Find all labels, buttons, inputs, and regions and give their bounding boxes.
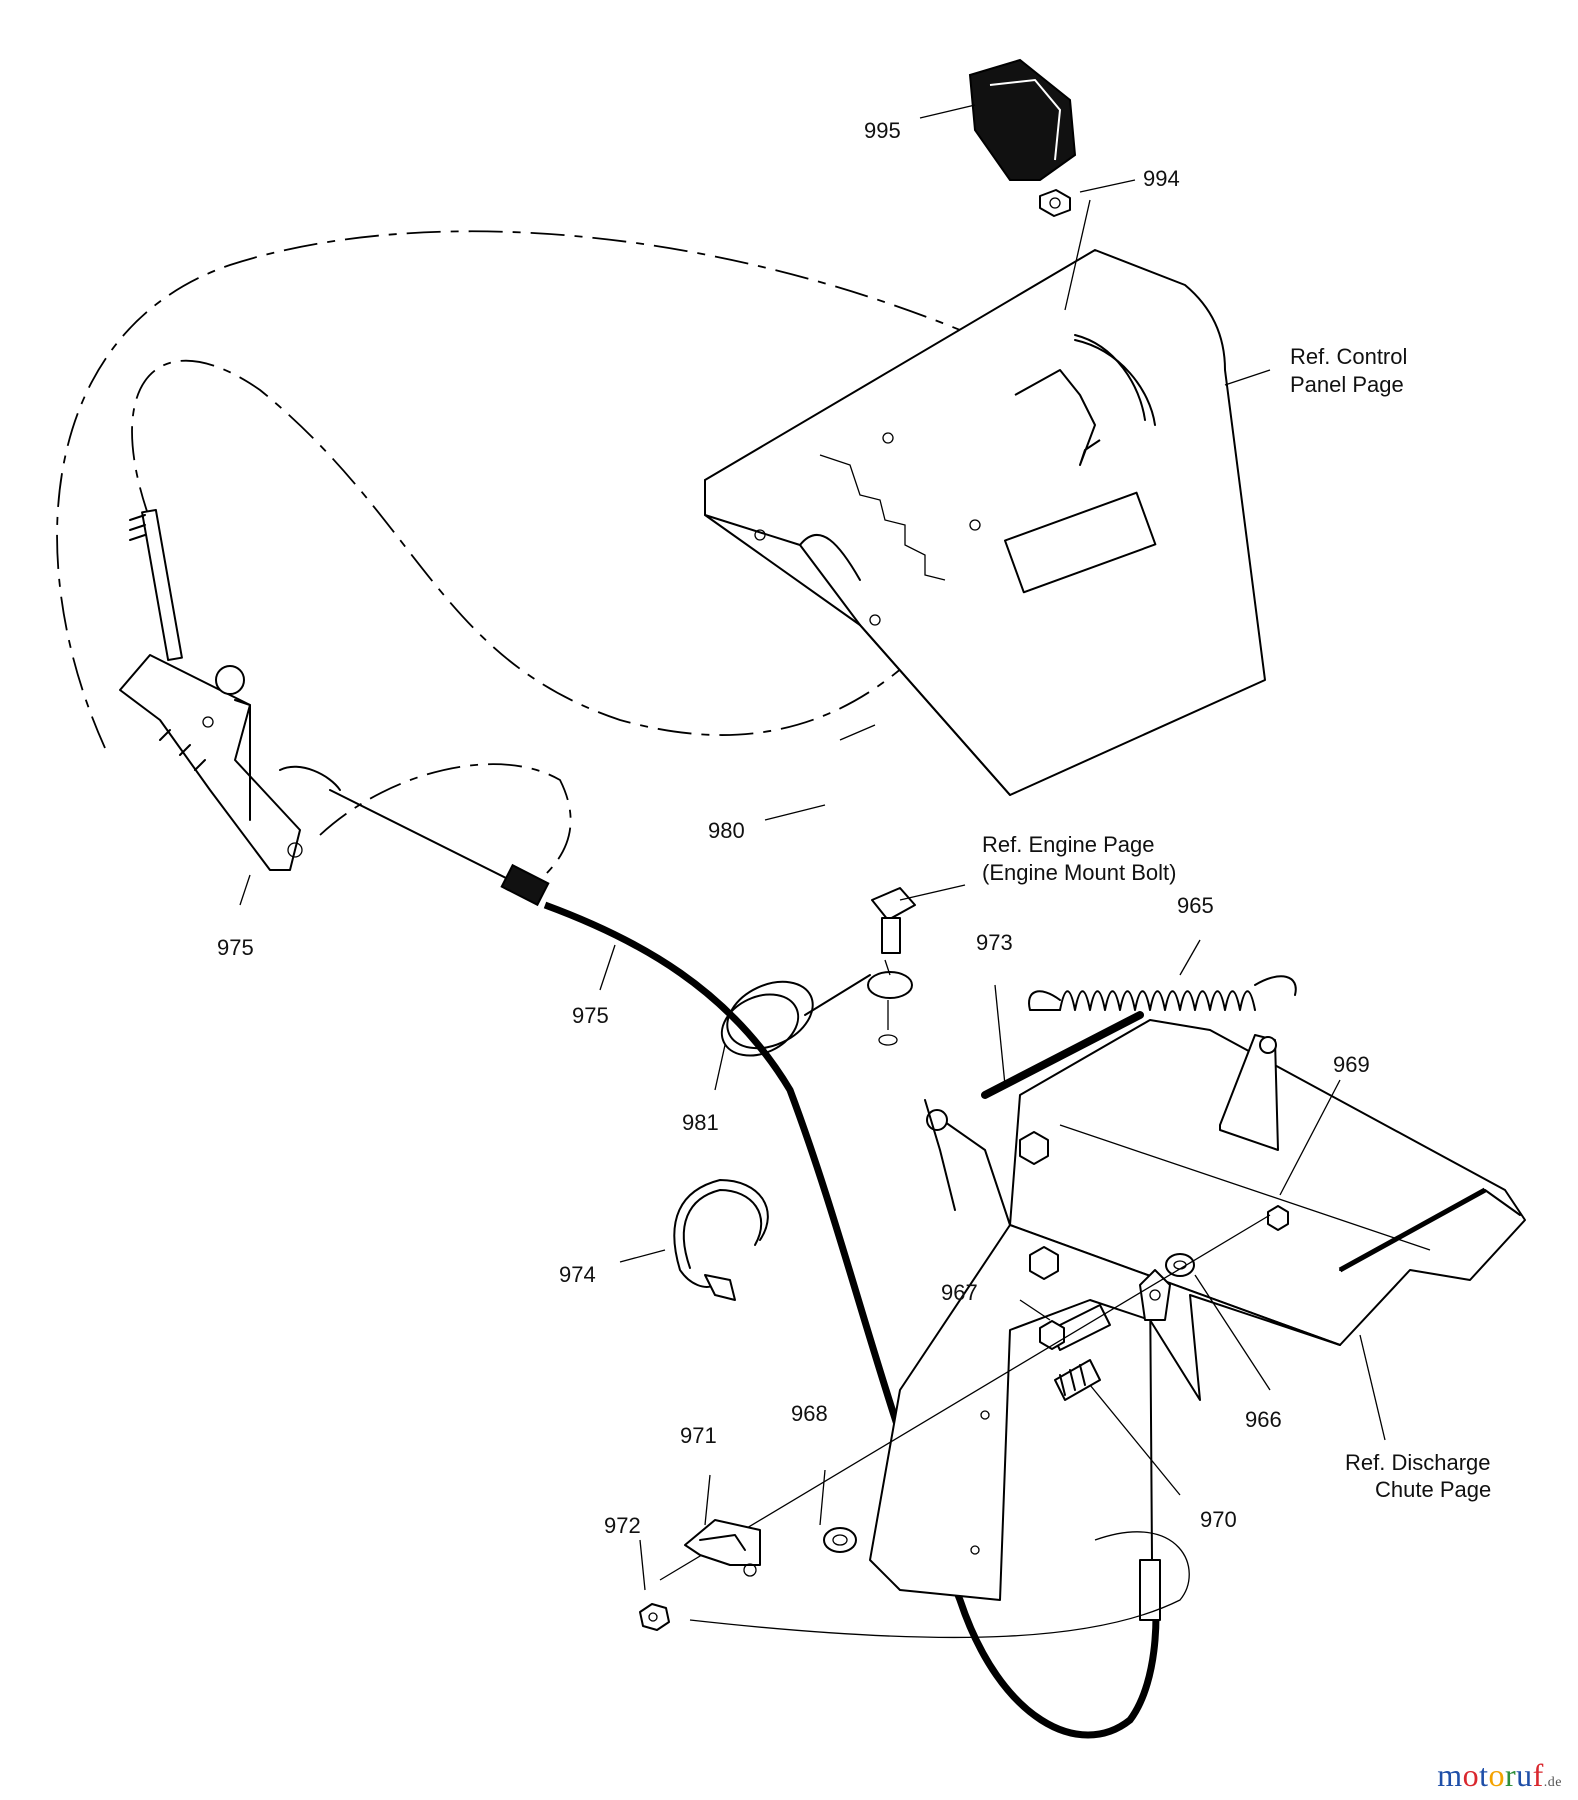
- watermark-letter: r: [1504, 1757, 1517, 1793]
- shift-knob-995: [968, 58, 1077, 181]
- watermark-letter: o: [1462, 1757, 1480, 1793]
- hex-nut-994: [1039, 189, 1071, 217]
- label-967: 967: [941, 1280, 978, 1305]
- rod-973: [981, 1011, 1144, 1099]
- label-974: 974: [559, 1262, 596, 1287]
- watermark-letter: f: [1532, 1757, 1544, 1793]
- watermark-letter: t: [1479, 1757, 1489, 1793]
- spring-965: [1059, 990, 1256, 1011]
- leader-lines: [239, 104, 1386, 1591]
- label-970: 970: [1200, 1507, 1237, 1532]
- label-ref-engine-1: Ref. Engine Page: [982, 832, 1154, 857]
- cable-clip-981: [720, 974, 871, 1057]
- cable-route-inner: [131, 359, 1061, 736]
- cable-wire: [329, 789, 511, 881]
- cable-route-lower: [319, 763, 572, 876]
- engine-mount-bolt: [867, 887, 916, 1046]
- label-ref-engine-2: (Engine Mount Bolt): [982, 860, 1176, 885]
- label-966: 966: [1245, 1407, 1282, 1432]
- discharge-chute-bracket: [689, 1019, 1526, 1639]
- label-969: 969: [1333, 1052, 1370, 1077]
- retaining-ring-974: [673, 1179, 769, 1301]
- main-cable-975: [543, 901, 1160, 1739]
- label-975-left: 975: [217, 935, 254, 960]
- hardware-967-970: [659, 1205, 1289, 1581]
- watermark-letter: m: [1437, 1757, 1463, 1793]
- label-972: 972: [604, 1513, 641, 1538]
- nut-972: [639, 1603, 670, 1631]
- cable-route-outer: [56, 230, 1061, 749]
- cable-wire-lower: [1149, 1274, 1153, 1561]
- cable-end-fitting-lower: [1139, 1559, 1161, 1621]
- watermark-letter: u: [1516, 1757, 1533, 1793]
- label-965: 965: [1177, 893, 1214, 918]
- watermark-letter: o: [1488, 1757, 1505, 1793]
- label-ref-discharge-1: Ref. Discharge: [1345, 1450, 1491, 1475]
- label-971: 971: [680, 1423, 717, 1448]
- cable-end-fitting: [500, 863, 550, 907]
- label-995: 995: [864, 118, 901, 143]
- label-994: 994: [1143, 166, 1180, 191]
- watermark-suffix: .de: [1543, 1775, 1562, 1790]
- label-968: 968: [791, 1401, 828, 1426]
- label-ref-control-1: Ref. Control: [1290, 344, 1407, 369]
- label-975-middle: 975: [572, 1003, 609, 1028]
- label-973: 973: [976, 930, 1013, 955]
- label-ref-discharge-2: Chute Page: [1375, 1477, 1491, 1502]
- label-981: 981: [682, 1110, 719, 1135]
- label-ref-control-2: Panel Page: [1290, 372, 1404, 397]
- control-panel: [704, 199, 1266, 796]
- shift-lever-assembly: [119, 508, 341, 871]
- watermark-logo: motoruf.de: [1437, 1757, 1562, 1794]
- label-980: 980: [708, 818, 745, 843]
- clip-971: [684, 1519, 761, 1577]
